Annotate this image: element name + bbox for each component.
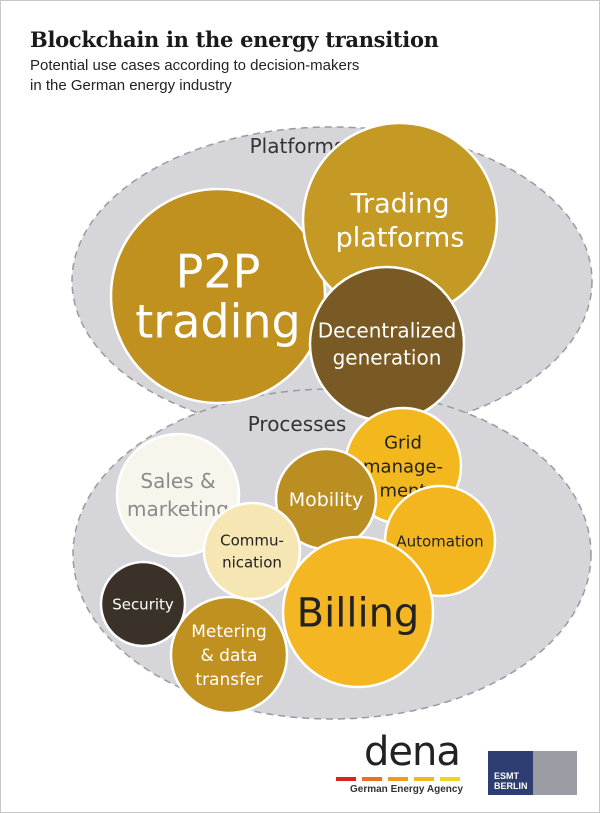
subtitle-line-2: in the German energy industry	[30, 77, 232, 94]
bubble-label: trading	[135, 295, 300, 349]
page-title: Blockchain in the energy transition	[30, 27, 439, 52]
dena-logo: dena German Energy Agency	[336, 729, 464, 799]
bubble-label: Security	[112, 595, 174, 613]
bubble-diagram: Platforms Processes P2PtradingTradingpla…	[71, 121, 593, 720]
esmt-line-2: BERLIN	[494, 781, 528, 791]
bubble-communication: Commu-nication	[202, 501, 302, 601]
bubble-label: Metering	[191, 622, 267, 642]
bubble-circle	[115, 432, 241, 558]
dena-bar	[336, 777, 356, 781]
bubble-circle	[202, 501, 302, 601]
bubble-label: nication	[222, 553, 282, 571]
bubble-circle	[99, 560, 187, 648]
bubble-label: Sales &	[140, 469, 215, 493]
bubble-security: Security	[99, 560, 187, 648]
bubble-label: platforms	[336, 223, 465, 254]
bubble-label: P2P	[176, 245, 261, 299]
esmt-logo-text: ESMT BERLIN	[494, 771, 534, 791]
bubble-circle	[109, 187, 327, 405]
dena-tagline: German Energy Agency	[350, 784, 464, 795]
bubble-label: Billing	[297, 590, 420, 636]
bubble-label: marketing	[127, 497, 229, 521]
dena-bar	[440, 777, 460, 781]
dena-wordmark: dena	[364, 729, 461, 775]
dena-bar	[414, 777, 434, 781]
bubble-label: Trading	[349, 189, 449, 220]
subtitle-line-1: Potential use cases according to decisio…	[30, 57, 360, 74]
bubble-label: Decentralized	[318, 319, 457, 343]
bubble-label: Commu-	[220, 531, 284, 549]
bubble-metering-data-transfer: Metering & data transfer	[169, 595, 289, 715]
bubble-label: manage-	[363, 456, 443, 477]
esmt-berlin-logo: ESMT BERLIN	[488, 751, 577, 795]
bubble-circle	[308, 265, 466, 423]
bubble-label: & data	[201, 646, 258, 666]
bubble-label: generation	[333, 346, 442, 370]
dena-color-bars	[336, 777, 460, 781]
bubble-decentralized-generation: Decentralized generation	[308, 265, 466, 423]
bubble-sales-marketing: Sales & marketing	[115, 432, 241, 558]
bubble-label: Automation	[396, 532, 483, 550]
bubble-label: Mobility	[289, 489, 364, 511]
group-label-processes: Processes	[248, 412, 347, 436]
bubble-label: transfer	[195, 670, 262, 690]
dena-bar	[388, 777, 408, 781]
bubble-label: Grid	[384, 432, 422, 453]
bubble-billing: Billing	[281, 535, 435, 689]
bubble-circle	[169, 595, 289, 715]
bubble-circle	[281, 535, 435, 689]
esmt-line-1: ESMT	[494, 771, 520, 781]
dena-bar	[362, 777, 382, 781]
esmt-logo-block	[488, 751, 533, 795]
